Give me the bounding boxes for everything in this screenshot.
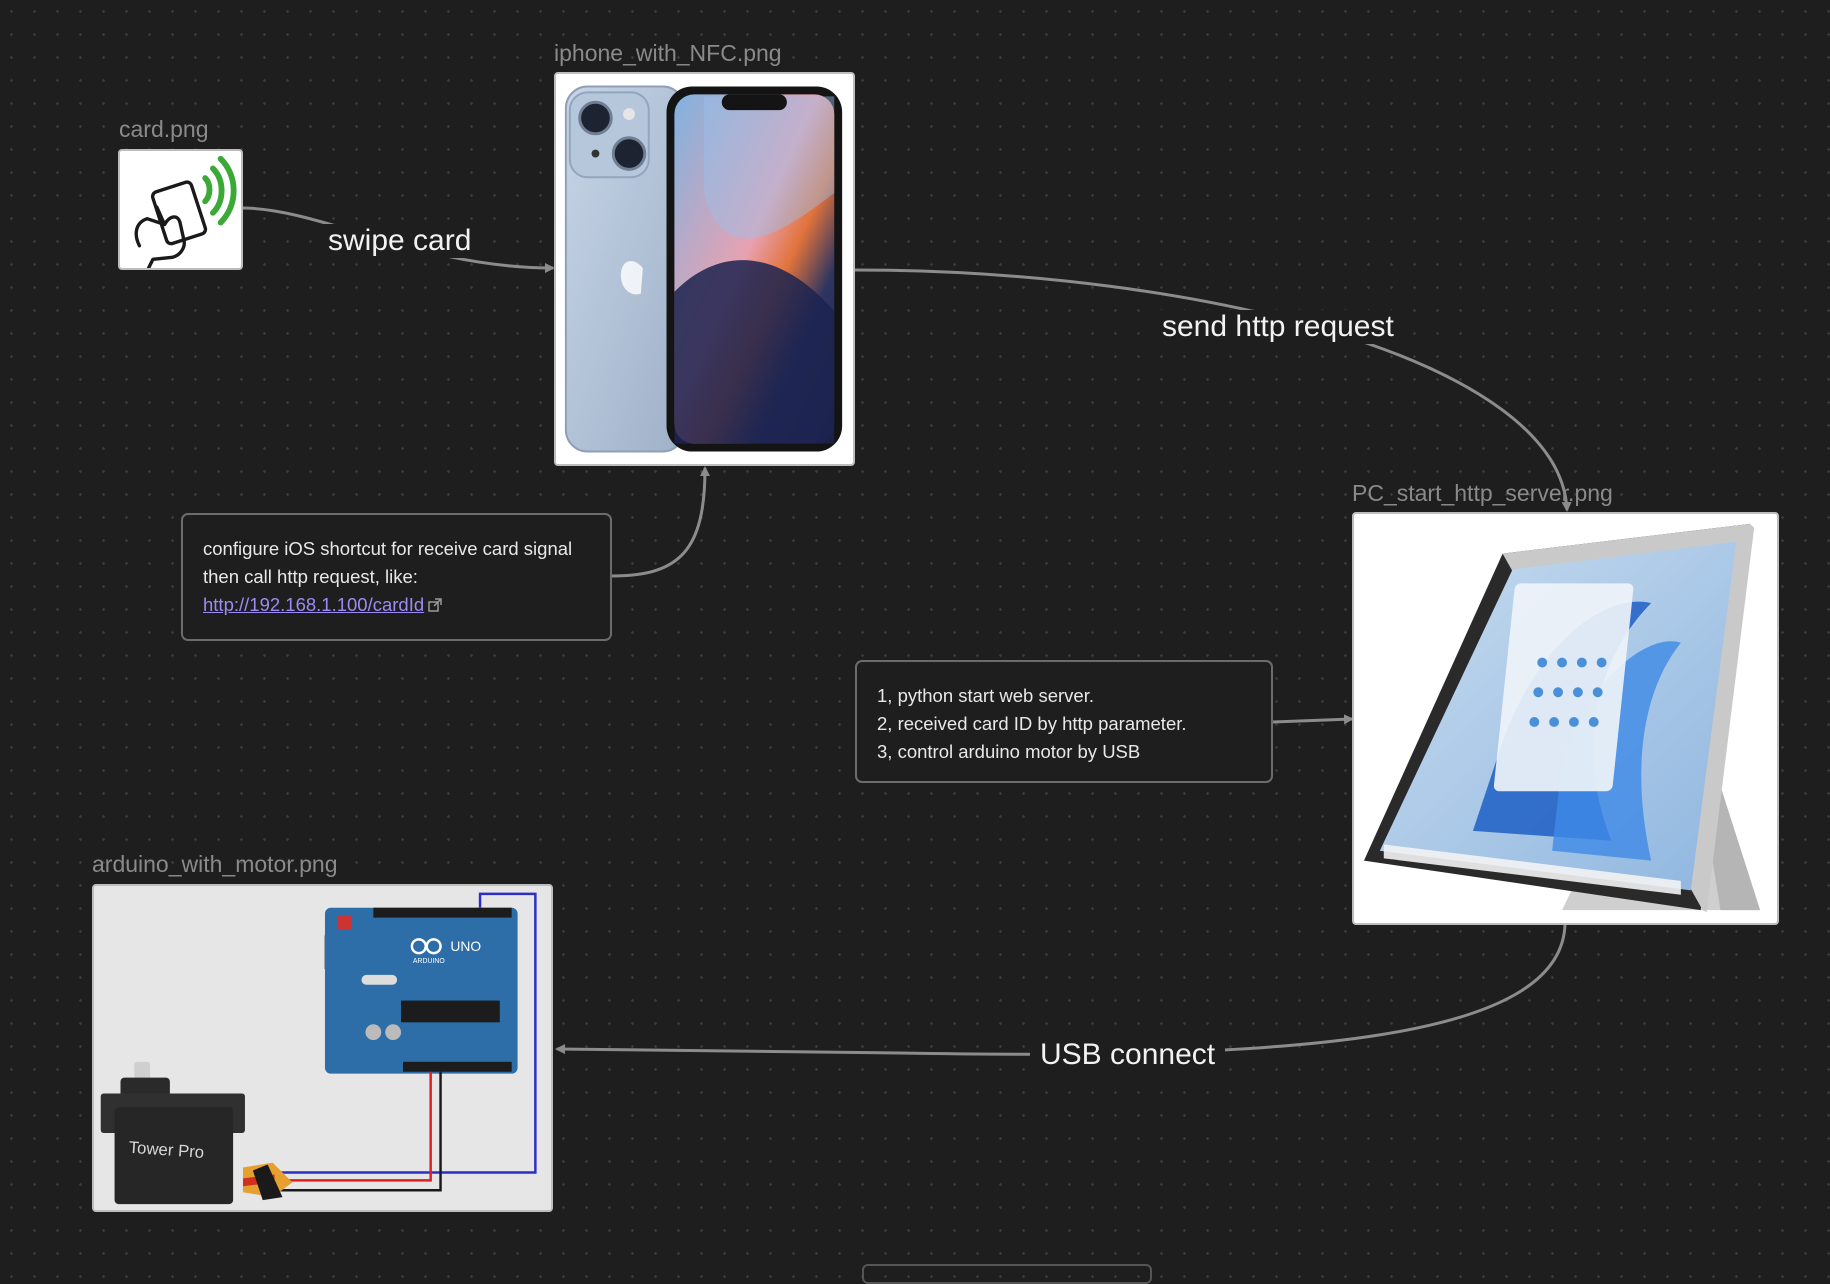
pc-file-label: PC_start_http_server.png	[1352, 480, 1613, 506]
swipe-card-label: swipe card	[318, 224, 482, 258]
cardid-url-link[interactable]: http://192.168.1.100/cardId	[203, 594, 425, 615]
arduino-board-model: UNO	[450, 938, 481, 954]
arduino-file-label: arduino_with_motor.png	[92, 851, 338, 877]
server-step-2: 2, received card ID by http parameter.	[877, 713, 1187, 734]
iphone-file-label: iphone_with_NFC.png	[554, 40, 782, 66]
edge-server-note[interactable]	[1272, 714, 1354, 725]
card-file-label: card.png	[119, 116, 209, 142]
edge-send-http[interactable]	[854, 268, 1572, 512]
ios-note-line-1: configure iOS shortcut for receive card …	[203, 538, 573, 559]
external-link-icon	[428, 598, 442, 612]
arduino-motor-illustration: UNO ARDUINO Tower Pro	[94, 886, 551, 1210]
card-tap-icon	[134, 155, 237, 268]
server-step-1: 1, python start web server.	[877, 685, 1094, 706]
edge-ios-note[interactable]	[611, 466, 710, 578]
send-http-request-label: send http request	[1152, 310, 1404, 344]
pc-image[interactable]	[1352, 512, 1779, 925]
iphone-image[interactable]	[554, 72, 855, 466]
card-image[interactable]	[118, 149, 243, 270]
ios-note-line-2: then call http request, like:	[203, 566, 418, 587]
arduino-board-brand: ARDUINO	[413, 958, 445, 965]
usb-connect-label: USB connect	[1030, 1038, 1226, 1072]
partial-node-bottom[interactable]	[862, 1264, 1152, 1284]
tablet-illustration	[1363, 523, 1761, 913]
arduino-image[interactable]: UNO ARDUINO Tower Pro	[92, 884, 553, 1212]
server-steps-note[interactable]: 1, python start web server. 2, received …	[855, 660, 1273, 783]
iphone-illustration	[564, 85, 843, 453]
ios-shortcut-note[interactable]: configure iOS shortcut for receive card …	[181, 513, 612, 641]
edge-usb-connect[interactable]	[555, 924, 1567, 1056]
server-step-3: 3, control arduino motor by USB	[877, 741, 1141, 762]
